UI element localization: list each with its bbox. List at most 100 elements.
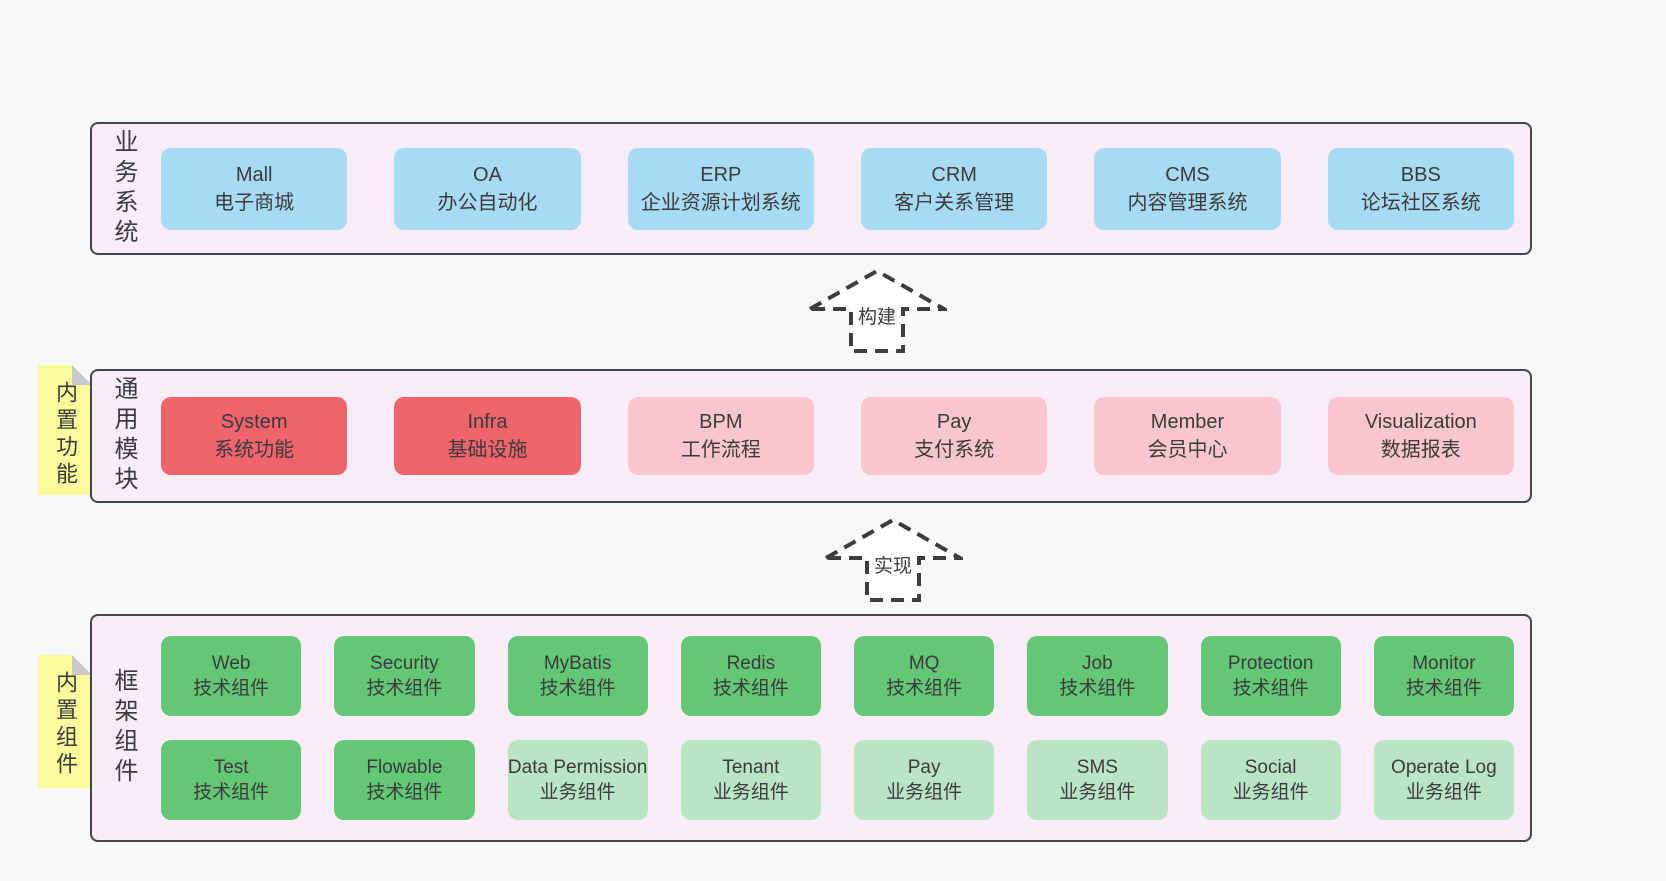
- box-subtitle: 技术组件: [712, 678, 789, 699]
- box-subtitle: 客户关系管理: [894, 191, 1015, 214]
- box-bpm: BPM 工作流程: [627, 397, 814, 475]
- panel-label: 框架组件: [110, 668, 137, 788]
- panel-label: 通用模块: [110, 376, 137, 496]
- box-title: Monitor: [1412, 653, 1476, 674]
- box-title: Data Permission: [507, 757, 648, 778]
- box-title: System: [220, 411, 288, 433]
- box-job: Job 技术组件: [1027, 636, 1168, 716]
- box-flowable: Flowable 技术组件: [334, 740, 475, 820]
- box-subtitle: 技术组件: [193, 782, 270, 803]
- box-social: Social 业务组件: [1200, 740, 1341, 820]
- box-title: ERP: [700, 163, 742, 186]
- panel-business-systems: 业务系统 Mall 电子商城 OA 办公自动化 ERP 企业资源计划系统 CRM…: [90, 122, 1532, 255]
- box-crm: CRM 客户关系管理: [860, 147, 1048, 230]
- box-subtitle: 工作流程: [680, 439, 761, 461]
- arrow-build-label: 构建: [854, 302, 900, 329]
- box-title: Security: [370, 653, 439, 674]
- box-mq: MQ 技术组件: [854, 636, 995, 716]
- box-subtitle: 技术组件: [366, 678, 443, 699]
- box-visualization: Visualization 数据报表: [1327, 397, 1514, 475]
- box-web: Web 技术组件: [161, 636, 302, 716]
- biz-components-row: Test 技术组件 Flowable 技术组件 Data Permission …: [161, 740, 1514, 820]
- box-oa: OA 办公自动化: [394, 147, 581, 230]
- box-mybatis: MyBatis 技术组件: [507, 636, 648, 716]
- box-mall: Mall 电子商城: [161, 147, 348, 230]
- box-pay-component: Pay 业务组件: [854, 740, 995, 820]
- box-subtitle: 企业资源计划系统: [640, 191, 801, 214]
- box-member: Member 会员中心: [1094, 397, 1281, 475]
- box-sms: SMS 业务组件: [1027, 740, 1168, 820]
- sticky-note-text: 内置组件: [53, 671, 78, 779]
- box-title: OA: [473, 163, 502, 186]
- panel-framework-components: 框架组件 Web 技术组件 Security 技术组件 MyBatis 技术组件…: [90, 614, 1532, 842]
- box-title: Web: [211, 653, 251, 674]
- panel-common-modules: 通用模块 System 系统功能 Infra 基础设施 BPM 工作流程 Pay…: [90, 369, 1532, 503]
- box-monitor: Monitor 技术组件: [1373, 636, 1514, 716]
- box-subtitle: 数据报表: [1380, 439, 1461, 461]
- box-title: Pay: [936, 411, 972, 433]
- box-title: Social: [1244, 757, 1297, 778]
- box-title: MQ: [908, 653, 940, 674]
- box-subtitle: 技术组件: [366, 782, 443, 803]
- sticky-note-builtin-features: 内置功能: [38, 365, 92, 495]
- box-subtitle: 电子商城: [214, 191, 295, 214]
- box-pay-system: Pay 支付系统: [860, 397, 1048, 475]
- box-subtitle: 业务组件: [712, 782, 789, 803]
- box-subtitle: 技术组件: [539, 678, 616, 699]
- box-erp: ERP 企业资源计划系统: [627, 147, 814, 230]
- box-title: BPM: [699, 411, 743, 433]
- box-test: Test 技术组件: [161, 740, 302, 820]
- box-title: Tenant: [722, 757, 780, 778]
- box-subtitle: 技术组件: [1232, 678, 1309, 699]
- box-subtitle: 业务组件: [1232, 782, 1309, 803]
- sticky-note-text: 内置功能: [53, 381, 78, 489]
- box-title: Operate Log: [1391, 757, 1497, 778]
- box-subtitle: 业务组件: [1405, 782, 1482, 803]
- box-title: Job: [1082, 653, 1113, 674]
- box-bbs: BBS 论坛社区系统: [1327, 147, 1514, 230]
- box-title: Visualization: [1364, 411, 1477, 433]
- box-subtitle: 技术组件: [886, 678, 963, 699]
- box-operate-log: Operate Log 业务组件: [1373, 740, 1514, 820]
- panel-label: 业务系统: [110, 128, 137, 249]
- box-subtitle: 基础设施: [447, 439, 528, 461]
- box-subtitle: 技术组件: [1059, 678, 1136, 699]
- box-subtitle: 业务组件: [886, 782, 963, 803]
- box-subtitle: 系统功能: [214, 439, 295, 461]
- box-tenant: Tenant 业务组件: [680, 740, 821, 820]
- arrow-build: 构建: [807, 268, 947, 354]
- box-subtitle: 内容管理系统: [1127, 191, 1248, 214]
- box-cms: CMS 内容管理系统: [1094, 147, 1281, 230]
- box-title: Test: [213, 757, 249, 778]
- business-boxes-row: Mall 电子商城 OA 办公自动化 ERP 企业资源计划系统 CRM 客户关系…: [141, 124, 1530, 253]
- sticky-note-builtin-components: 内置组件: [38, 655, 92, 788]
- box-title: Mall: [235, 163, 273, 186]
- box-title: CMS: [1165, 163, 1210, 186]
- framework-components-grid: Web 技术组件 Security 技术组件 MyBatis 技术组件 Redi…: [141, 616, 1530, 840]
- box-protection: Protection 技术组件: [1200, 636, 1341, 716]
- box-title: Member: [1150, 411, 1225, 433]
- box-title: CRM: [931, 163, 977, 186]
- box-title: Redis: [726, 653, 776, 674]
- box-subtitle: 论坛社区系统: [1360, 191, 1481, 214]
- box-data-permission: Data Permission 业务组件: [507, 740, 648, 820]
- box-title: Flowable: [366, 757, 443, 778]
- box-subtitle: 业务组件: [1059, 782, 1136, 803]
- box-redis: Redis 技术组件: [680, 636, 821, 716]
- common-modules-row: System 系统功能 Infra 基础设施 BPM 工作流程 Pay 支付系统…: [141, 371, 1530, 501]
- box-system: System 系统功能: [161, 397, 348, 475]
- box-subtitle: 业务组件: [539, 782, 616, 803]
- box-infra: Infra 基础设施: [394, 397, 581, 475]
- box-title: Protection: [1227, 653, 1314, 674]
- box-title: SMS: [1076, 757, 1118, 778]
- box-title: BBS: [1400, 163, 1441, 186]
- box-security: Security 技术组件: [334, 636, 475, 716]
- box-subtitle: 办公自动化: [437, 191, 538, 214]
- box-title: Infra: [467, 411, 508, 433]
- box-subtitle: 技术组件: [193, 678, 270, 699]
- tech-components-row: Web 技术组件 Security 技术组件 MyBatis 技术组件 Redi…: [161, 636, 1514, 716]
- arrow-implement: 实现: [823, 517, 963, 603]
- box-title: MyBatis: [543, 653, 612, 674]
- box-subtitle: 支付系统: [914, 439, 995, 461]
